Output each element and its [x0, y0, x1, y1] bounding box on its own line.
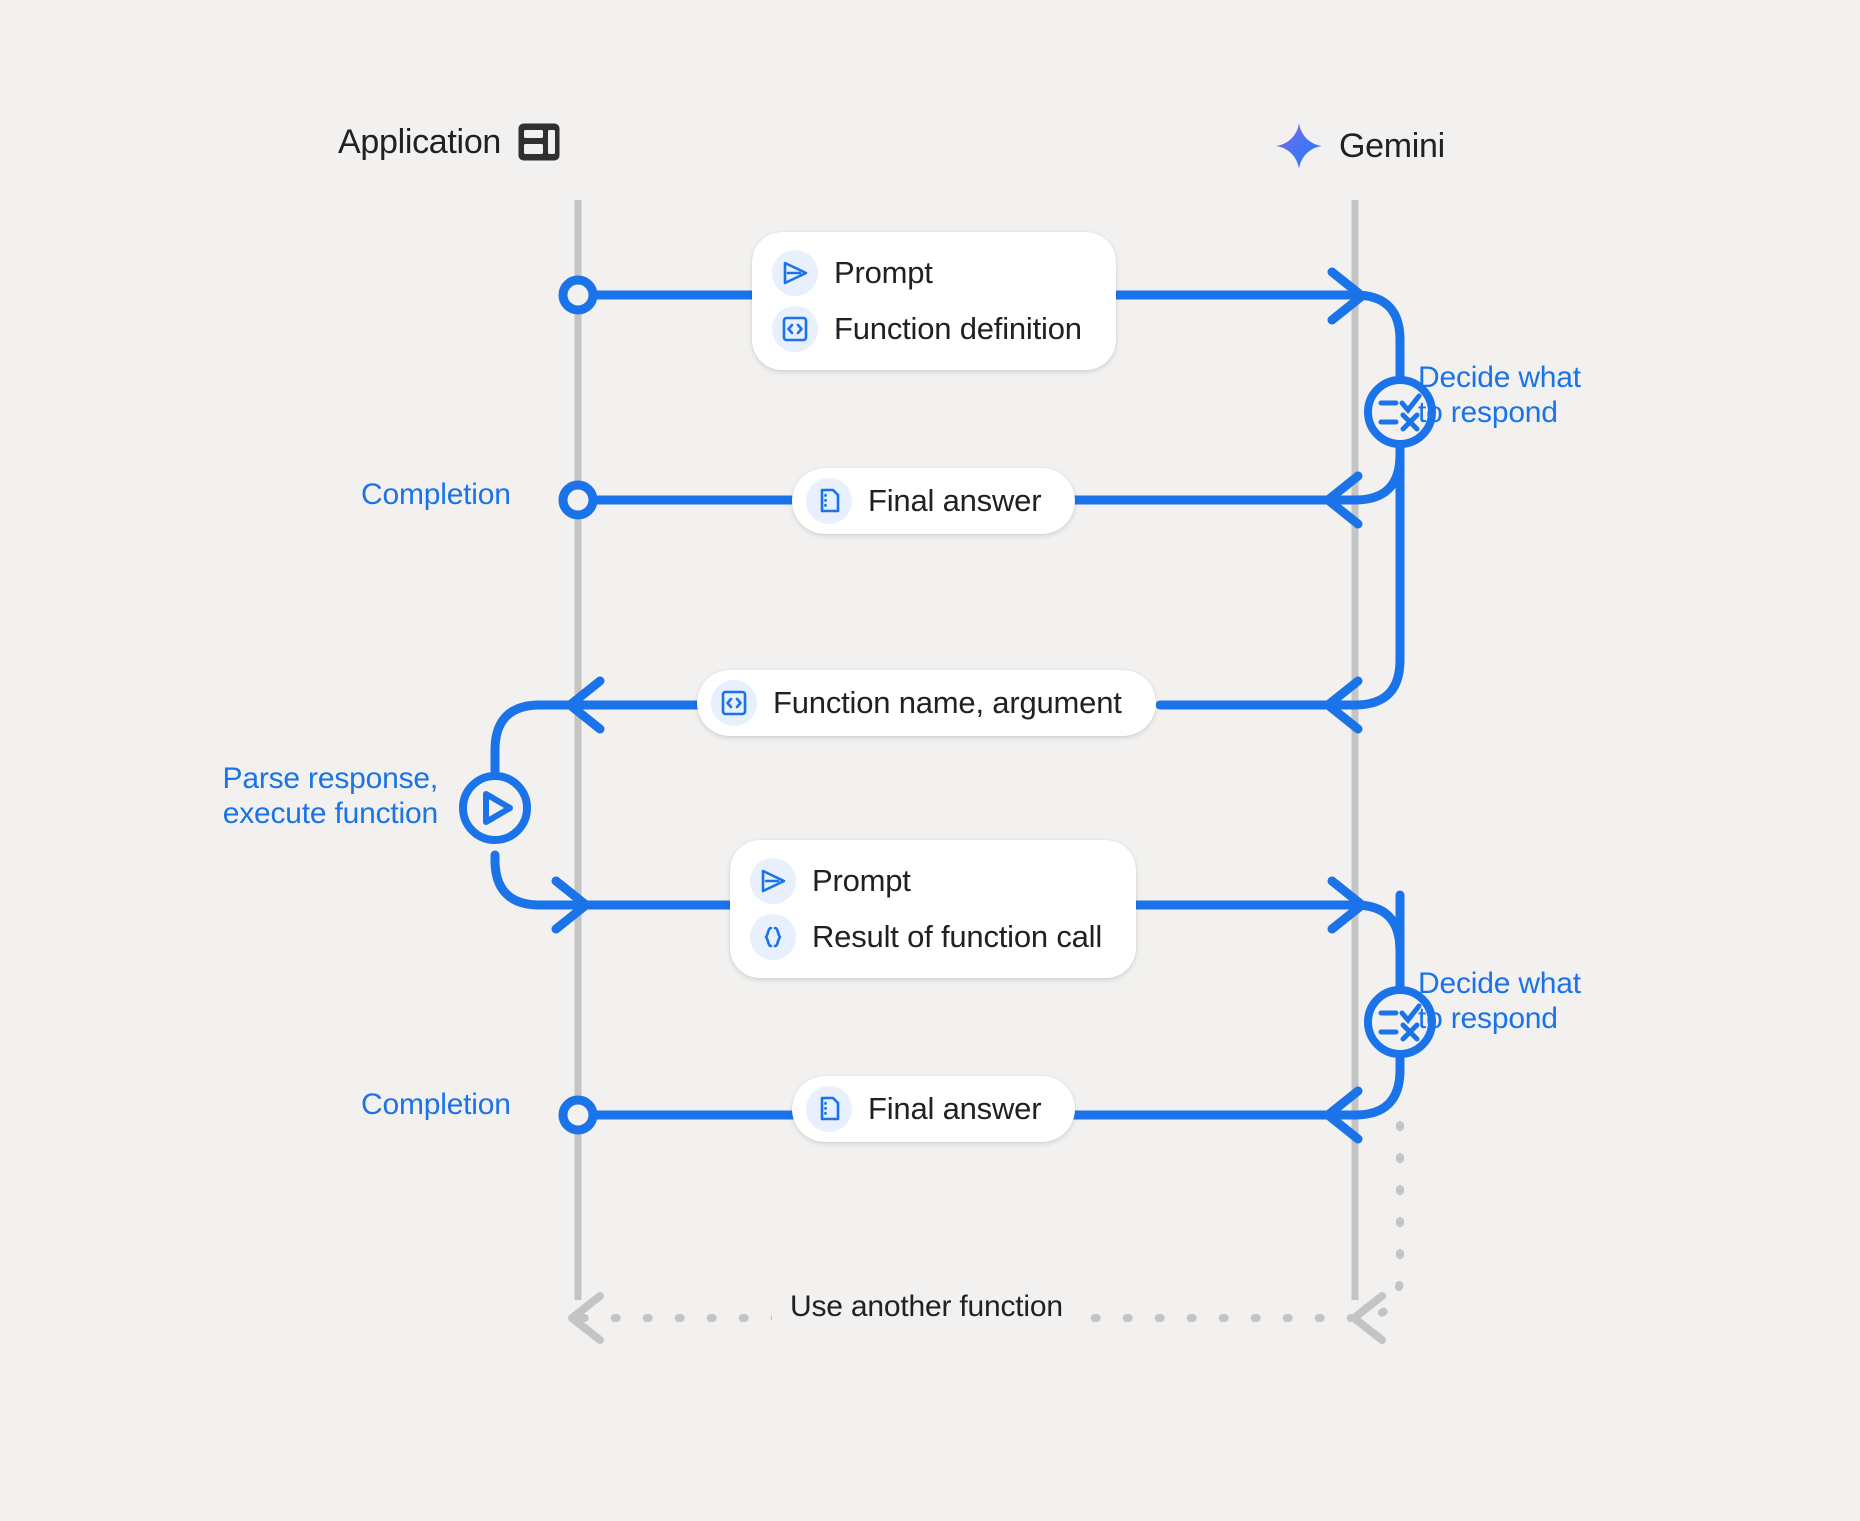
bubble-row-label: Result of function call [812, 918, 1103, 954]
bubble-row: Final answer [806, 1086, 1042, 1132]
node-group-application [558, 275, 598, 1135]
bubble-row-label: Function name, argument [773, 684, 1122, 720]
bubble-row-label: Function definition [834, 310, 1082, 346]
arrowhead-loop-application [568, 1292, 604, 1344]
lane-header-application: Application [338, 122, 561, 162]
send-triangle-icon [750, 858, 796, 904]
arrowhead-prompt-to-gemini [1327, 267, 1367, 325]
bubble-row: Final answer [806, 478, 1042, 524]
bubble-row: Function name, argument [711, 680, 1122, 726]
message-bubble-function-name-argument[interactable]: Function name, argument [697, 670, 1156, 736]
bubble-row-label: Final answer [868, 482, 1042, 518]
open-circle-node-start [558, 275, 598, 315]
bubble-row-label: Prompt [834, 254, 933, 290]
arrowhead-function-call-to-app [565, 676, 605, 734]
message-bubble-final-answer-1[interactable]: Final answer [792, 468, 1076, 534]
annotation-decide-what-to-respond-2: Decide what to respond [1418, 967, 1581, 1036]
bubble-row: Prompt [750, 858, 1102, 904]
message-bubble-prompt-result-of-function-call[interactable]: Prompt Result of function call [730, 840, 1137, 978]
dashboard-layout-icon [517, 122, 561, 162]
code-brackets-box-icon [711, 680, 757, 726]
wire-second-prompt-into-decide2 [1350, 900, 1405, 1000]
open-circle-node-completion-1 [558, 480, 598, 520]
lane-label-gemini: Gemini [1339, 127, 1445, 165]
play-triangle-circle-icon [459, 772, 531, 844]
bubble-row-label: Prompt [812, 862, 911, 898]
bubble-row: Function definition [772, 306, 1082, 352]
lane-header-gemini: Gemini [1275, 122, 1445, 170]
arrowhead-second-prompt-to-gemini [1327, 876, 1367, 934]
message-bubble-prompt-function-definition[interactable]: Prompt Function definition [752, 232, 1116, 370]
annotation-completion-1: Completion [361, 478, 511, 511]
arrowhead-final-answer-1 [1323, 471, 1363, 529]
document-icon [806, 478, 852, 524]
document-icon [806, 1086, 852, 1132]
message-bubble-final-answer-2[interactable]: Final answer [792, 1076, 1076, 1142]
arrowhead-decide1-down-left [1323, 676, 1363, 734]
curly-braces-icon [750, 914, 796, 960]
annotation-completion-2: Completion [361, 1088, 511, 1121]
bubble-row: Result of function call [750, 914, 1102, 960]
wire-decide1-to-function-call [1155, 435, 1405, 710]
lane-label-application: Application [338, 123, 502, 161]
arrowhead-second-prompt-out [551, 876, 591, 934]
open-circle-node-completion-2 [558, 1095, 598, 1135]
send-triangle-icon [772, 250, 818, 296]
label-use-another-function: Use another function [772, 1290, 1081, 1324]
bubble-row-label: Final answer [868, 1090, 1042, 1126]
annotation-decide-what-to-respond-1: Decide what to respond [1418, 361, 1581, 430]
code-brackets-box-icon [772, 306, 818, 352]
arrowhead-final-answer-2 [1323, 1086, 1363, 1144]
arrowhead-loop-gemini [1350, 1292, 1386, 1344]
bubble-row: Prompt [772, 250, 1082, 296]
gemini-sparkle-icon [1275, 122, 1323, 170]
annotation-parse-response-execute-function: Parse response, execute function [222, 762, 439, 831]
